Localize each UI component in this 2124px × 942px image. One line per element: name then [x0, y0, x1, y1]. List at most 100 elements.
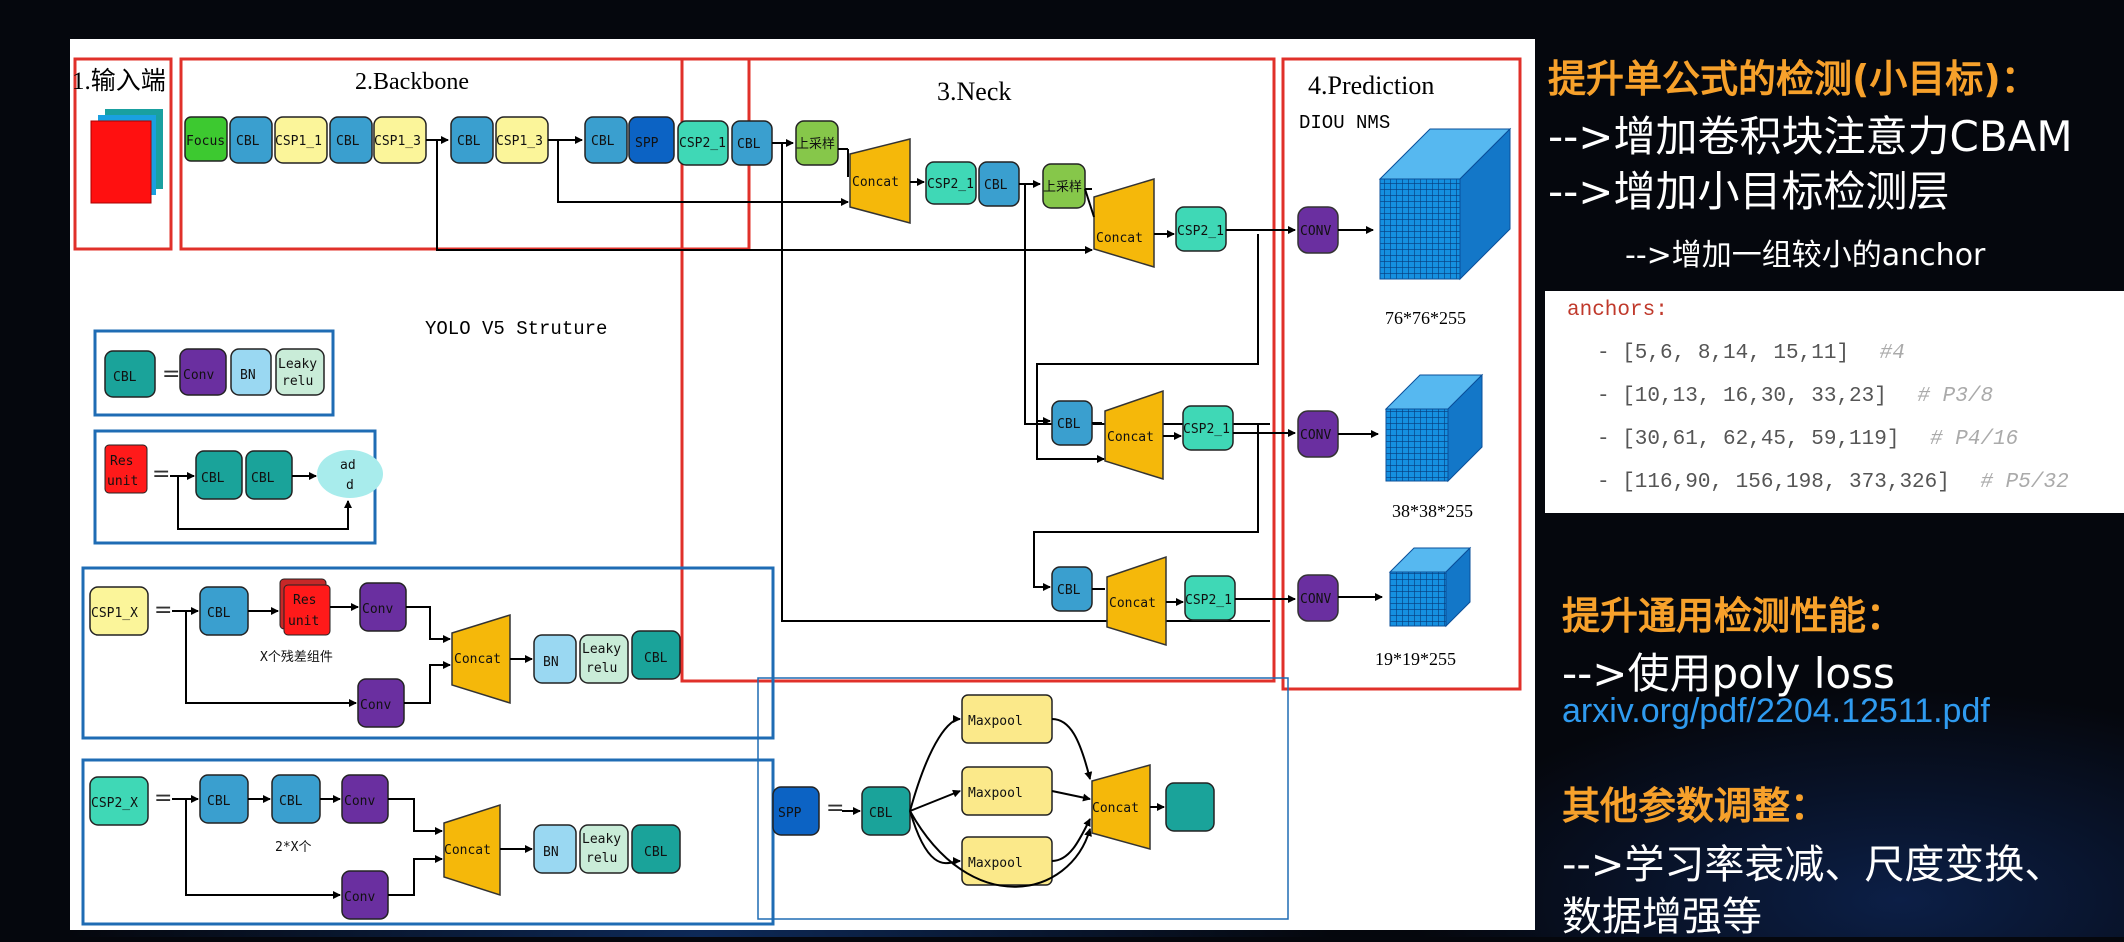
- csp1-3-block: CSP1_3: [495, 116, 549, 164]
- cbl-block: CBL: [1051, 400, 1093, 446]
- svg-text:Leaky: Leaky: [278, 357, 317, 372]
- cbl-block: CBL: [978, 161, 1020, 207]
- conv-head-block: CONV: [1297, 206, 1339, 254]
- connector-arrow: [557, 140, 849, 206]
- legend-cbl-frame: [93, 329, 335, 417]
- svg-text:Conv: Conv: [183, 368, 214, 383]
- svg-text:Conv: Conv: [344, 794, 375, 809]
- conv-head-block: CONV: [1297, 410, 1339, 458]
- svg-text:Res: Res: [110, 454, 133, 469]
- svg-text:CSP2_1: CSP2_1: [1183, 422, 1230, 437]
- output-size-19: 19*19*255: [1375, 649, 1456, 669]
- input-section-title: 1.输入端: [72, 67, 166, 95]
- svg-text:CSP1_X: CSP1_X: [91, 606, 138, 621]
- output-size-38: 38*38*255: [1392, 501, 1473, 521]
- svg-text:Maxpool: Maxpool: [968, 856, 1023, 871]
- svg-text:CBL: CBL: [207, 606, 231, 621]
- connector-arrow: [1036, 421, 1105, 463]
- svg-text:CSP2_X: CSP2_X: [91, 796, 138, 811]
- connector-arrow: [1033, 424, 1259, 591]
- svg-text:BN: BN: [543, 655, 559, 670]
- svg-text:Concat: Concat: [1096, 231, 1143, 246]
- diou-nms-label: DIOU NMS: [1299, 112, 1390, 134]
- svg-text:CBL: CBL: [236, 134, 260, 149]
- anchor-row: - [116,90, 156,198, 373,326] # P5/32: [1597, 471, 2069, 494]
- svg-text:=: =: [162, 362, 180, 387]
- svg-text:Concat: Concat: [1092, 801, 1139, 816]
- concat-block: Concat: [849, 138, 911, 224]
- legend-spp: SPP = CBL Maxpool Maxpool Maxpool Concat: [772, 694, 1215, 888]
- anchor-row: - [5,6, 8,14, 15,11] #4: [1597, 342, 1905, 365]
- svg-text:CONV: CONV: [1300, 428, 1331, 443]
- svg-text:X个残差组件: X个残差组件: [260, 650, 333, 665]
- svg-text:Leaky: Leaky: [582, 832, 621, 847]
- neck-section-title: 3.Neck: [937, 77, 1011, 106]
- svg-text:Conv: Conv: [344, 890, 375, 905]
- output-tensor-76: [1378, 127, 1512, 281]
- output-tensor-19: [1388, 546, 1472, 628]
- conv-head-block: CONV: [1297, 574, 1339, 622]
- svg-text:CBL: CBL: [201, 471, 225, 486]
- svg-text:CSP2_1: CSP2_1: [679, 136, 726, 151]
- spp-block: SPP: [628, 116, 675, 164]
- cbl-block: CBL: [731, 120, 773, 166]
- svg-text:ad: ad: [340, 458, 356, 473]
- svg-text:CBL: CBL: [336, 134, 360, 149]
- svg-text:Res: Res: [293, 593, 316, 608]
- svg-text:=: =: [154, 598, 172, 623]
- svg-text:Conv: Conv: [360, 698, 391, 713]
- svg-text:Conv: Conv: [362, 602, 393, 617]
- backbone-section-title: 2.Backbone: [355, 69, 469, 95]
- prediction-section-frame: [1281, 57, 1522, 691]
- anchor-row: - [10,13, 16,30, 33,23] # P3/8: [1597, 385, 1994, 408]
- svg-text:Concat: Concat: [852, 175, 899, 190]
- cbl-block: CBL: [450, 116, 494, 164]
- svg-text:CBL: CBL: [251, 471, 275, 486]
- input-section-frame: [73, 57, 173, 251]
- svg-text:unit: unit: [288, 614, 319, 629]
- svg-text:CBL: CBL: [869, 806, 893, 821]
- neck-section-frame: [680, 57, 1276, 683]
- anchors-title: anchors:: [1567, 299, 1668, 322]
- svg-text:CBL: CBL: [279, 794, 303, 809]
- svg-text:CBL: CBL: [644, 845, 668, 860]
- svg-text:=: =: [826, 796, 844, 821]
- text-add-cbam: -->增加卷积块注意力CBAM: [1548, 112, 2073, 161]
- svg-text:CSP1_3: CSP1_3: [374, 134, 421, 149]
- svg-text:Concat: Concat: [1109, 596, 1156, 611]
- structure-title: YOLO V5 Struture: [425, 318, 607, 340]
- csp1-3-block: CSP1_3: [373, 116, 427, 164]
- csp1-1-block: CSP1_1: [274, 116, 328, 164]
- svg-text:SPP: SPP: [635, 136, 659, 151]
- csp2-1-block: CSP2_1: [677, 120, 729, 166]
- svg-text:CSP2_1: CSP2_1: [1185, 593, 1232, 608]
- text-add-small-detection-layer: -->增加小目标检测层: [1548, 167, 1950, 216]
- svg-text:CBL: CBL: [1057, 583, 1081, 598]
- heading-small-object: 提升单公式的检测(小目标)：: [1548, 57, 2039, 101]
- heading-other-params: 其他参数调整：: [1562, 784, 1829, 828]
- svg-text:unit: unit: [107, 474, 138, 489]
- svg-text:CONV: CONV: [1300, 224, 1331, 239]
- focus-block: Focus: [184, 116, 228, 162]
- legend-csp1x-frame: [81, 566, 775, 740]
- svg-text:CBL: CBL: [207, 794, 231, 809]
- svg-text:Maxpool: Maxpool: [968, 714, 1023, 729]
- svg-text:Leaky: Leaky: [582, 642, 621, 657]
- svg-text:2*X个: 2*X个: [275, 840, 311, 855]
- csp2-1-block: CSP2_1: [1184, 575, 1236, 621]
- paper-link[interactable]: arxiv.org/pdf/2204.12511.pdf: [1562, 692, 1990, 730]
- anchors-code-block: anchors: - [5,6, 8,14, 15,11] #4 - [10,1…: [1545, 291, 2124, 513]
- svg-text:Concat: Concat: [444, 843, 491, 858]
- cbl-block: CBL: [229, 116, 273, 164]
- cbl-block: CBL: [1051, 566, 1093, 612]
- output-size-76: 76*76*255: [1385, 308, 1466, 328]
- text-lr-scale: -->学习率衰减、尺度变换、: [1562, 842, 2065, 888]
- cbl-block: CBL: [584, 116, 628, 164]
- connector-arrow: [436, 140, 1093, 254]
- concat-block: Concat: [1104, 389, 1164, 481]
- svg-text:CBL: CBL: [457, 134, 481, 149]
- legend-csp2x: CSP2_X = CBL CBL Conv 2*X个 Conv Concat B…: [89, 774, 681, 920]
- svg-text:上采样: 上采样: [796, 137, 835, 152]
- heading-general-performance: 提升通用检测性能：: [1562, 594, 1905, 638]
- svg-text:d: d: [346, 478, 354, 493]
